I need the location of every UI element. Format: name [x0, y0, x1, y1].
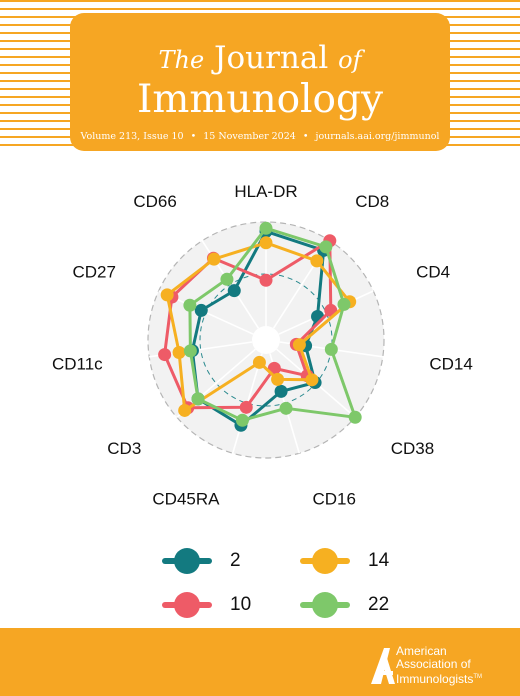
separator-2: •: [302, 131, 309, 142]
data-point-10-CD11c: [158, 348, 172, 362]
data-point-22-CD14: [324, 342, 338, 356]
axis-label-CD27: CD27: [72, 262, 115, 281]
legend-marker: [312, 592, 338, 618]
trademark-mark: TM: [473, 674, 483, 680]
title-prefix: The: [158, 46, 205, 74]
data-point-22-CD11c: [183, 344, 197, 358]
legend-marker: [312, 548, 338, 574]
data-point-14-CD66: [207, 252, 221, 266]
aai-line1: American: [396, 644, 447, 658]
axis-label-CD11c: CD11c: [52, 354, 103, 373]
legend-label: 10: [230, 594, 252, 615]
journal-title-line2: Immunology: [136, 77, 384, 122]
data-point-22-CD3: [191, 392, 205, 406]
data-point-2-CD27: [194, 303, 208, 317]
series-line-14: [165, 241, 352, 412]
axis-label-CD3: CD3: [107, 439, 141, 458]
data-point-22-CD45RA: [235, 413, 249, 427]
journal-title-line1: The Journal of: [70, 41, 450, 77]
data-point-2-CD66: [227, 284, 241, 298]
aai-name: American Association of ImmunologistsTM: [396, 645, 482, 686]
data-point-22-CD38: [348, 410, 362, 424]
axis-label-CD66: CD66: [133, 192, 176, 211]
data-point-22-CD16: [279, 401, 293, 415]
aai-logo-icon: [371, 648, 395, 684]
title-main: Journal: [214, 40, 329, 76]
data-point-14-CD38: [305, 373, 319, 387]
data-point-10-CD45RA: [239, 400, 253, 414]
aai-line2: Association of: [396, 657, 471, 671]
aai-line3: ImmunologistsTM: [396, 671, 482, 686]
data-point-10-HLA-DR: [259, 273, 273, 287]
data-point-14-CD45RA: [252, 355, 266, 369]
data-point-14-HLA-DR: [259, 236, 273, 250]
data-point-22-CD66: [220, 272, 234, 286]
axis-label-CD4: CD4: [416, 262, 450, 281]
legend-marker: [174, 548, 200, 574]
series-line-22: [188, 226, 357, 422]
data-point-22-CD4: [337, 297, 351, 311]
aai-line3-text: Immunologists: [396, 672, 474, 686]
legend-label: 22: [368, 594, 390, 615]
data-point-2-CD16: [274, 384, 288, 398]
volume-issue: Volume 213, Issue 10: [80, 131, 184, 142]
data-point-22-CD8: [319, 240, 333, 254]
chart-legend: 2 14 10 22: [0, 540, 520, 620]
axis-label-CD45RA: CD45RA: [152, 489, 220, 508]
separator-1: •: [190, 131, 197, 142]
issue-date: 15 November 2024: [203, 131, 296, 142]
legend-marker: [174, 592, 200, 618]
issue-info: Volume 213, Issue 10 • 15 November 2024 …: [70, 131, 450, 142]
journal-url: journals.aai.org/jimmunol: [315, 131, 440, 142]
data-point-14-CD8: [310, 254, 324, 268]
data-point-14-CD16: [271, 372, 285, 386]
axis-label-CD16: CD16: [312, 489, 355, 508]
data-point-14-CD14: [292, 338, 306, 352]
axis-label-CD14: CD14: [429, 354, 472, 373]
data-point-22-CD27: [183, 298, 197, 312]
data-point-22-HLA-DR: [259, 221, 273, 235]
axis-label-CD8: CD8: [355, 192, 389, 211]
footer-band: American Association of ImmunologistsTM: [0, 628, 520, 696]
legend-label: 2: [230, 550, 241, 571]
data-point-14-CD3: [178, 403, 192, 417]
title-of: of: [338, 46, 362, 74]
series-line-10: [163, 239, 333, 410]
data-point-14-CD11c: [172, 346, 186, 360]
journal-masthead: The Journal of Immunology Volume 213, Is…: [70, 13, 450, 151]
axis-label-CD38: CD38: [391, 439, 434, 458]
axis-label-HLA-DR: HLA-DR: [234, 182, 297, 201]
data-point-14-CD27: [160, 288, 174, 302]
legend-label: 14: [368, 550, 390, 571]
radar-center: [252, 326, 280, 354]
